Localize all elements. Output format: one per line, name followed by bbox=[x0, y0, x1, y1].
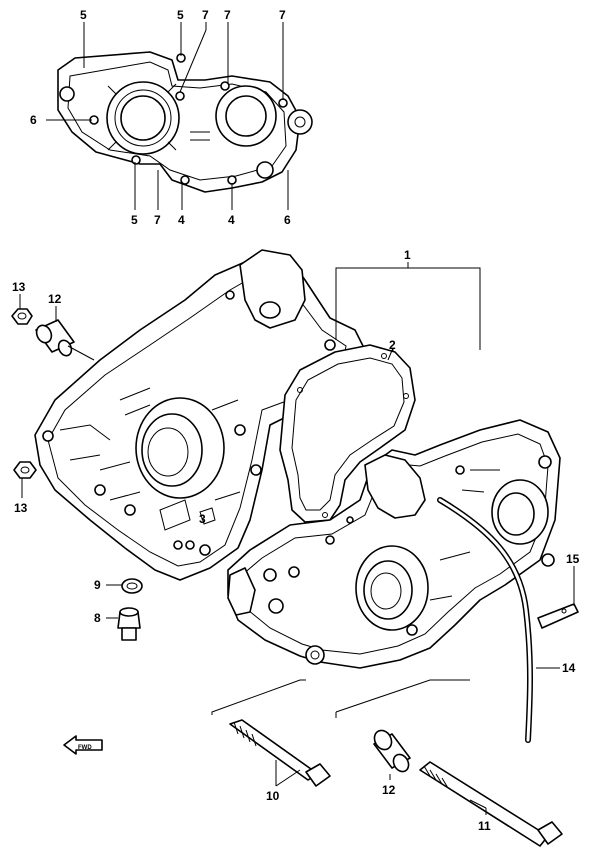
crankcase-left-half bbox=[34, 249, 366, 581]
callout-3: 3 bbox=[199, 512, 206, 526]
callout-7-bottom: 7 bbox=[154, 213, 161, 227]
crankcase-side-view bbox=[57, 51, 313, 193]
callout-labels: 5 5 7 7 7 6 5 7 4 4 6 1 2 3 13 12 13 9 8… bbox=[12, 8, 580, 833]
breather-hose-14 bbox=[437, 497, 533, 743]
callout-15: 15 bbox=[566, 552, 580, 566]
callout-6-left: 6 bbox=[30, 113, 37, 127]
callout-8: 8 bbox=[94, 611, 101, 625]
crankcase-gasket bbox=[279, 344, 416, 523]
drain-plug-8 bbox=[117, 607, 141, 641]
callout-5-bottom: 5 bbox=[131, 213, 138, 227]
bolt-10 bbox=[229, 719, 331, 787]
callout-2: 2 bbox=[389, 338, 396, 352]
callout-7-top-c: 7 bbox=[279, 8, 286, 22]
callout-14: 14 bbox=[562, 661, 576, 675]
callout-7-top-b: 7 bbox=[224, 8, 231, 22]
front-direction-arrow: FWD bbox=[63, 735, 103, 755]
callout-5-top-left: 5 bbox=[80, 8, 87, 22]
callout-4-a: 4 bbox=[178, 213, 185, 227]
clamp-15 bbox=[537, 603, 579, 629]
washer-9 bbox=[121, 578, 143, 594]
callout-13-upper: 13 bbox=[12, 280, 26, 294]
callout-4-b: 4 bbox=[228, 213, 235, 227]
bolt-11 bbox=[419, 761, 563, 847]
dowel-12-upper bbox=[35, 319, 75, 357]
callout-7-top-a: 7 bbox=[202, 8, 209, 22]
nut-13-lower bbox=[13, 461, 37, 479]
callout-9: 9 bbox=[94, 578, 101, 592]
callout-11: 11 bbox=[478, 819, 491, 833]
callout-1: 1 bbox=[404, 248, 411, 262]
dowel-12-lower bbox=[373, 729, 411, 773]
callout-12-lower: 12 bbox=[382, 783, 396, 797]
callout-5-top-mid: 5 bbox=[177, 8, 184, 22]
callout-10: 10 bbox=[266, 789, 280, 803]
callout-6-right: 6 bbox=[284, 213, 291, 227]
crankcase-right-half bbox=[227, 419, 561, 669]
nut-13-upper bbox=[11, 308, 33, 325]
leader-lines bbox=[19, 22, 575, 815]
front-arrow-text: FWD bbox=[78, 745, 92, 751]
callout-12-upper: 12 bbox=[48, 292, 62, 306]
callout-13-lower: 13 bbox=[14, 501, 28, 515]
